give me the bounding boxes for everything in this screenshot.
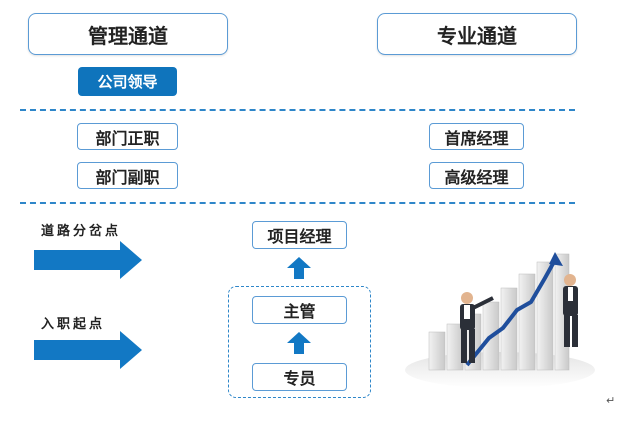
project-manager-label: 项目经理 — [267, 227, 332, 246]
senior-manager-label: 高级经理 — [444, 167, 509, 187]
dept-head-label: 部门正职 — [95, 128, 160, 148]
chief-manager-box: 首席经理 — [429, 123, 524, 150]
company-leadership-box: 公司领导 — [78, 67, 177, 96]
supervisor-label: 主管 — [283, 302, 316, 321]
company-leadership-label: 公司领导 — [97, 73, 158, 91]
business-growth-illustration — [405, 252, 595, 388]
paragraph-mark: ↵ — [606, 394, 616, 407]
dept-deputy-box: 部门副职 — [77, 162, 178, 189]
businessman-right-figure — [563, 274, 578, 347]
fork-point-label: 道路分岔点 — [41, 224, 122, 239]
project-manager-box: 项目经理 — [252, 221, 347, 249]
entry-point-label: 入职起点 — [41, 317, 106, 332]
dept-deputy-label: 部门副职 — [95, 167, 160, 187]
management-track-label: 管理通道 — [88, 23, 168, 48]
arrow-right-icon — [34, 241, 142, 279]
separator-top — [20, 109, 575, 111]
specialist-label: 专员 — [283, 369, 316, 388]
dept-head-box: 部门正职 — [77, 123, 178, 150]
specialist-box: 专员 — [252, 363, 347, 391]
arrow-right-icon — [34, 331, 142, 369]
chief-manager-label: 首席经理 — [444, 128, 509, 148]
senior-manager-box: 高级经理 — [429, 162, 524, 189]
professional-track-header: 专业通道 — [377, 13, 577, 55]
businessman-left-figure — [460, 292, 494, 363]
professional-track-label: 专业通道 — [437, 23, 517, 48]
separator-bottom — [20, 202, 575, 204]
arrow-up-icon — [287, 332, 311, 354]
entry-level-group — [228, 286, 371, 398]
supervisor-box: 主管 — [252, 296, 347, 324]
arrow-up-icon — [287, 257, 311, 279]
management-track-header: 管理通道 — [28, 13, 228, 55]
